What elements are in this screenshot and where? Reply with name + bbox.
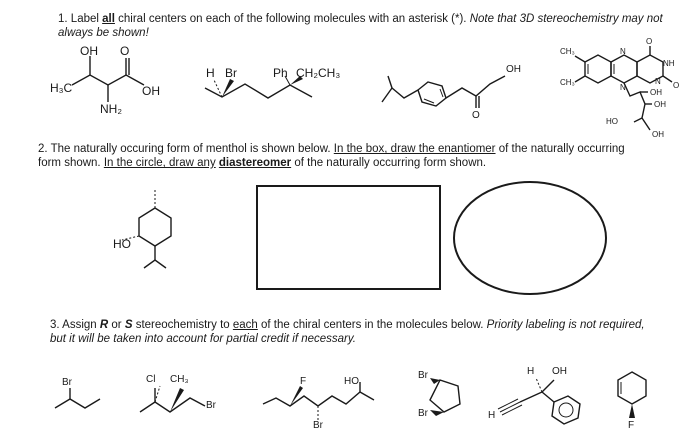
q3m5-oh: OH [552, 366, 567, 377]
q3-r: R [99, 319, 109, 331]
q1-number: 1. [58, 13, 68, 25]
q1m4-ch3a: CH₃ [560, 47, 575, 56]
q1m4-nh: NH [663, 59, 675, 68]
question-3: 3. Assign R or S stereochemistry to each… [50, 318, 650, 346]
q3m5-h: H [488, 410, 495, 421]
q1m1-o: O [120, 44, 129, 58]
q1m4-oh-a: OH [650, 88, 662, 97]
q3m2-cl: Cl [146, 374, 155, 385]
q3-each: each [232, 319, 258, 331]
q1m3-oh: OH [506, 64, 521, 75]
q3m2-br: Br [206, 400, 217, 411]
q2-box-instruction: In the box, draw the enantiomer [333, 143, 496, 155]
q1m2-h: H [206, 66, 215, 80]
q1-mid: chiral centers on each of the following … [118, 13, 467, 25]
q1m2-br: Br [225, 66, 237, 80]
q1m4-n1: N [620, 47, 626, 56]
q3m5-h2: H [527, 366, 534, 377]
q3m1-br: Br [62, 377, 73, 388]
q1m1-oh: OH [80, 44, 98, 58]
q3-molecule-2: Cl CH₃ Br [139, 374, 217, 413]
question-1: 1. Label all chiral centers on each of t… [58, 12, 668, 40]
q2-end: of the naturally occurring form shown. [294, 157, 487, 169]
q3m2-ch3: CH₃ [170, 374, 189, 385]
q3m3-ho: HO [344, 376, 359, 387]
q1m4-n3: N [655, 77, 661, 86]
q3-or: or [111, 319, 122, 331]
q1m4-o-right: O [673, 81, 679, 90]
q1-all: all [102, 13, 115, 25]
q3-mid: stereochemistry to [135, 319, 230, 331]
question-2: 2. The naturally occuring form of mentho… [38, 142, 648, 170]
q1m1-nh2: NH₂ [100, 102, 122, 116]
q2-diastereomer: diastereomer [218, 157, 292, 169]
q3m3-br: Br [313, 420, 324, 431]
diastereomer-answer-circle[interactable] [453, 181, 607, 295]
q1-molecule-1: OH O H₃C OH NH₂ [50, 44, 160, 116]
q1m3-o: O [472, 110, 480, 121]
q2-mid: of the naturally occurring form shown. [38, 143, 625, 169]
q3-molecule-4: Br Br [418, 370, 461, 419]
q2-number: 2. [38, 143, 48, 155]
q1m1-h3c: H₃C [50, 81, 73, 95]
enantiomer-answer-box[interactable] [256, 185, 441, 290]
q1-molecule-3: OH O [381, 64, 521, 121]
q3-s: S [124, 319, 133, 331]
q1m2-ph: Ph [273, 66, 288, 80]
q1m4-ch3b: CH₃ [560, 78, 575, 87]
q2-menthol: HO [113, 190, 172, 269]
q1m4-oh-c: OH [652, 130, 664, 139]
q1m1-oh2: OH [142, 84, 160, 98]
q1-molecule-2: H Br Ph CH₂CH₃ [204, 66, 340, 99]
q1-note: Note that 3D stereochemistry may not alw… [58, 13, 663, 39]
q1m2-ch2ch3: CH₂CH₃ [296, 66, 340, 80]
q2-pre: The naturally occuring form of menthol i… [50, 143, 331, 155]
q3m4-br1: Br [418, 370, 429, 381]
q3-pre: Assign [62, 319, 97, 331]
q3-molecule-5: H H OH [488, 366, 581, 425]
q1m4-ho: HO [606, 117, 618, 126]
q3m4-br2: Br [418, 408, 429, 419]
menthol-ho: HO [113, 237, 131, 251]
q3-rest: of the chiral centers in the molecules b… [261, 319, 484, 331]
q1-molecule-4: CH₃ CH₃ N N NH N O O OH OH HO OH [560, 37, 679, 139]
q1-pre: Label [70, 13, 99, 25]
q3-note: Priority labeling is not required, but i… [50, 319, 645, 345]
q3m3-f: F [300, 376, 306, 387]
q3-molecule-6: F [617, 371, 647, 431]
q1m4-oh-b: OH [654, 100, 666, 109]
q1m4-n2: N [620, 83, 626, 92]
q1m4-o-top: O [646, 37, 652, 46]
q3-number: 3. [50, 319, 60, 331]
q3-molecule-3: F Br HO [262, 376, 375, 431]
q3-molecule-1: Br [54, 377, 101, 409]
q3m6-f: F [628, 420, 634, 431]
q2-circle-instruction: In the circle, draw any [103, 157, 216, 169]
